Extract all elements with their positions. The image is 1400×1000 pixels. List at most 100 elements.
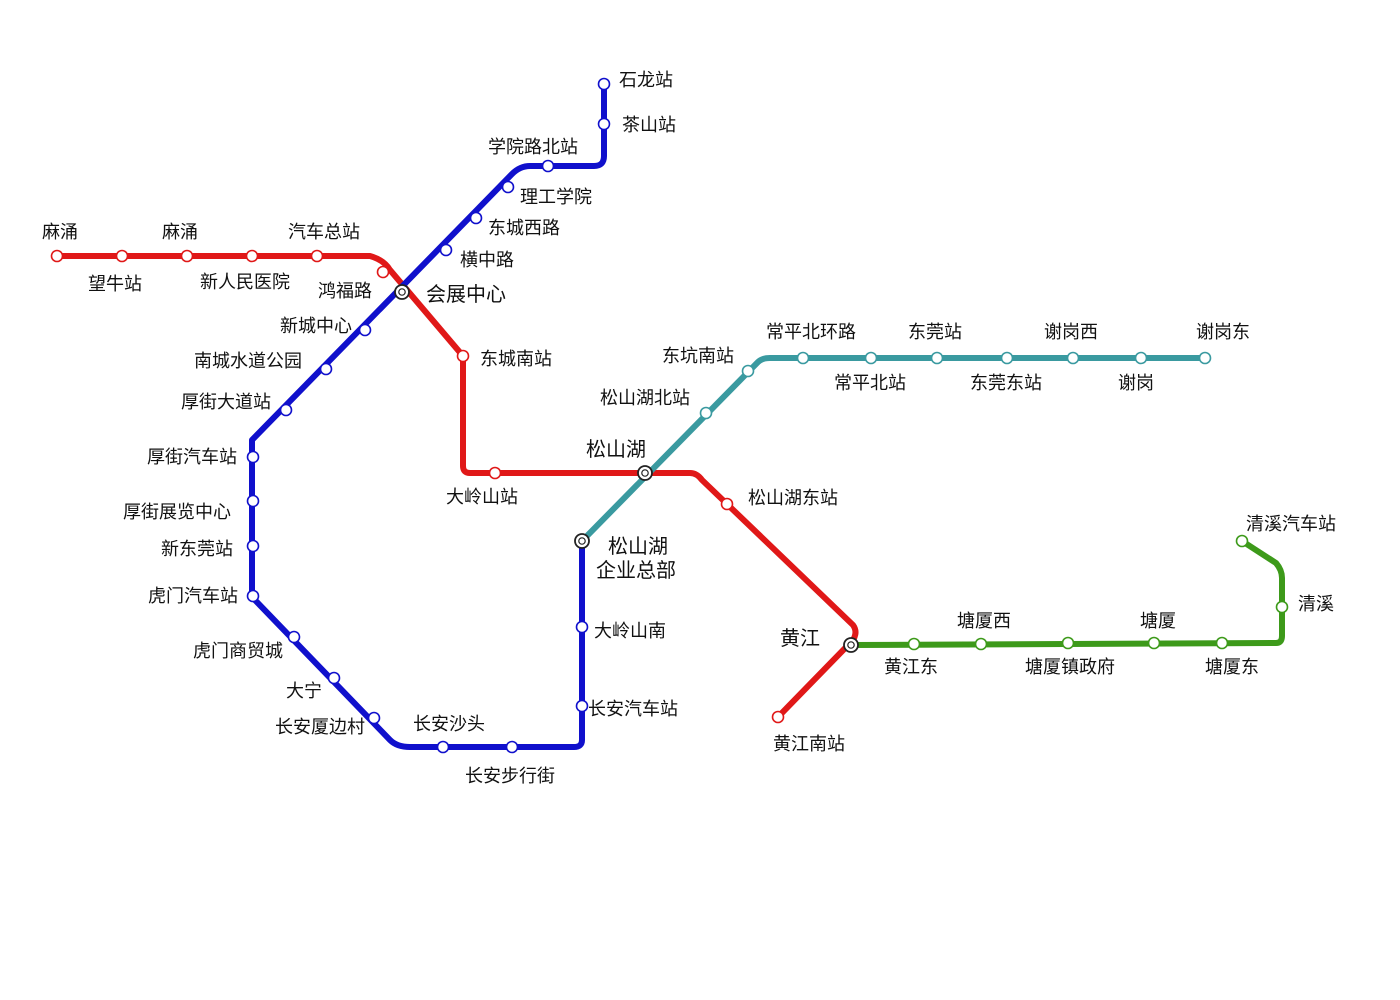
- station-label-blue-4[interactable]: 理工学院: [520, 187, 592, 208]
- station-label-blue-12[interactable]: 新东莞站: [161, 539, 233, 560]
- station-label-red-1[interactable]: 麻涌: [42, 222, 78, 243]
- station-marker-blue-2[interactable]: [597, 117, 611, 131]
- station-marker-teal-4[interactable]: [864, 351, 878, 365]
- station-label-red-9[interactable]: 松山湖东站: [748, 488, 838, 509]
- station-marker-blue-17[interactable]: [436, 740, 450, 754]
- station-label-green-5[interactable]: 塘厦东: [1205, 657, 1259, 678]
- station-label-red-2[interactable]: 望牛站: [88, 274, 142, 295]
- station-marker-red-6[interactable]: [376, 265, 390, 279]
- station-marker-blue-8[interactable]: [319, 362, 333, 376]
- station-marker-red-2[interactable]: [115, 249, 129, 263]
- station-label-red-4[interactable]: 新人民医院: [200, 272, 290, 293]
- station-marker-green-7[interactable]: [1235, 534, 1249, 548]
- station-label-blue-6[interactable]: 横中路: [460, 250, 514, 271]
- station-label-blue-3[interactable]: 学院路北站: [488, 137, 578, 158]
- station-label-blue-9[interactable]: 厚街大道站: [181, 392, 271, 413]
- station-marker-red-10[interactable]: [771, 710, 785, 724]
- station-label-blue-11[interactable]: 厚街展览中心: [123, 502, 231, 523]
- station-label-green-3[interactable]: 塘厦镇政府: [1025, 657, 1115, 678]
- station-label-hub-qiye-l2[interactable]: 企业总部: [596, 558, 676, 582]
- station-marker-blue-18[interactable]: [505, 740, 519, 754]
- station-marker-blue-20[interactable]: [575, 620, 589, 634]
- station-label-green-7[interactable]: 清溪汽车站: [1246, 514, 1336, 535]
- station-marker-green-6[interactable]: [1275, 600, 1289, 614]
- station-label-green-4[interactable]: 塘厦: [1140, 611, 1176, 632]
- station-marker-red-1[interactable]: [50, 249, 64, 263]
- station-marker-blue-14[interactable]: [287, 630, 301, 644]
- station-label-teal-9[interactable]: 谢岗东: [1196, 322, 1250, 343]
- station-marker-blue-6[interactable]: [439, 243, 453, 257]
- station-marker-green-5[interactable]: [1215, 636, 1229, 650]
- station-marker-red-9[interactable]: [720, 497, 734, 511]
- station-marker-blue-7[interactable]: [358, 323, 372, 337]
- interchange-marker-hub-huizhan[interactable]: [394, 284, 410, 300]
- station-label-blue-8[interactable]: 南城水道公园: [194, 351, 302, 372]
- interchange-marker-hub-songshanhu[interactable]: [637, 465, 653, 481]
- station-label-red-10[interactable]: 黄江南站: [773, 734, 845, 755]
- station-marker-green-3[interactable]: [1061, 636, 1075, 650]
- station-label-blue-13[interactable]: 虎门汽车站: [148, 586, 238, 607]
- station-label-green-6[interactable]: 清溪: [1298, 594, 1334, 615]
- station-marker-teal-3[interactable]: [796, 351, 810, 365]
- station-marker-blue-15[interactable]: [327, 671, 341, 685]
- station-label-teal-3[interactable]: 常平北环路: [766, 322, 856, 343]
- station-label-teal-8[interactable]: 谢岗: [1118, 373, 1154, 394]
- station-label-blue-16[interactable]: 长安厦边村: [275, 717, 365, 738]
- station-label-blue-17[interactable]: 长安沙头: [413, 714, 485, 735]
- interchange-marker-hub-huangjiang[interactable]: [843, 637, 859, 653]
- station-label-blue-18[interactable]: 长安步行街: [465, 766, 555, 787]
- station-label-green-1[interactable]: 黄江东: [884, 657, 938, 678]
- station-label-teal-6[interactable]: 东莞东站: [970, 373, 1042, 394]
- station-marker-blue-3[interactable]: [541, 159, 555, 173]
- station-label-red-8[interactable]: 大岭山站: [446, 487, 518, 508]
- station-marker-teal-5[interactable]: [930, 351, 944, 365]
- station-marker-blue-9[interactable]: [279, 403, 293, 417]
- station-marker-red-7[interactable]: [456, 349, 470, 363]
- station-marker-blue-1[interactable]: [597, 77, 611, 91]
- station-label-blue-5[interactable]: 东城西路: [488, 218, 560, 239]
- station-marker-teal-1[interactable]: [699, 406, 713, 420]
- station-marker-red-4[interactable]: [245, 249, 259, 263]
- station-label-teal-4[interactable]: 常平北站: [834, 373, 906, 394]
- station-marker-teal-8[interactable]: [1134, 351, 1148, 365]
- station-marker-green-2[interactable]: [974, 637, 988, 651]
- station-marker-blue-19[interactable]: [575, 699, 589, 713]
- station-label-hub-qiye-l1[interactable]: 松山湖: [608, 534, 668, 558]
- station-label-hub-huizhan[interactable]: 会展中心: [426, 282, 506, 306]
- station-label-blue-10[interactable]: 厚街汽车站: [147, 447, 237, 468]
- station-label-red-6[interactable]: 鸿福路: [318, 281, 372, 302]
- station-marker-blue-10[interactable]: [246, 450, 260, 464]
- station-label-hub-huangjiang[interactable]: 黄江: [780, 626, 820, 650]
- station-marker-red-5[interactable]: [310, 249, 324, 263]
- station-label-blue-1[interactable]: 石龙站: [619, 70, 673, 91]
- station-label-blue-15[interactable]: 大宁: [286, 681, 322, 702]
- station-marker-blue-4[interactable]: [501, 180, 515, 194]
- station-label-blue-2[interactable]: 茶山站: [622, 115, 676, 136]
- station-marker-teal-9[interactable]: [1198, 351, 1212, 365]
- station-marker-blue-11[interactable]: [246, 494, 260, 508]
- station-marker-blue-12[interactable]: [246, 539, 260, 553]
- station-marker-teal-2[interactable]: [741, 364, 755, 378]
- station-marker-teal-6[interactable]: [1000, 351, 1014, 365]
- station-label-red-5[interactable]: 汽车总站: [288, 222, 360, 243]
- interchange-marker-hub-qiye-l1[interactable]: [574, 533, 590, 549]
- station-label-teal-1[interactable]: 松山湖北站: [600, 388, 690, 409]
- station-label-red-7[interactable]: 东城南站: [480, 349, 552, 370]
- station-label-hub-songshanhu[interactable]: 松山湖: [586, 437, 646, 461]
- station-marker-green-1[interactable]: [907, 637, 921, 651]
- station-marker-red-8[interactable]: [488, 466, 502, 480]
- station-marker-red-3[interactable]: [180, 249, 194, 263]
- station-marker-blue-13[interactable]: [246, 589, 260, 603]
- station-label-teal-5[interactable]: 东莞站: [908, 322, 962, 343]
- station-label-blue-7[interactable]: 新城中心: [280, 316, 352, 337]
- station-label-red-3[interactable]: 麻涌: [162, 222, 198, 243]
- station-label-teal-2[interactable]: 东坑南站: [662, 346, 734, 367]
- station-label-green-2[interactable]: 塘厦西: [957, 611, 1011, 632]
- station-label-blue-20[interactable]: 大岭山南: [594, 621, 666, 642]
- station-marker-green-4[interactable]: [1147, 636, 1161, 650]
- station-marker-teal-7[interactable]: [1066, 351, 1080, 365]
- station-marker-blue-16[interactable]: [367, 711, 381, 725]
- station-label-teal-7[interactable]: 谢岗西: [1044, 322, 1098, 343]
- station-marker-blue-5[interactable]: [469, 211, 483, 225]
- station-label-blue-14[interactable]: 虎门商贸城: [193, 641, 283, 662]
